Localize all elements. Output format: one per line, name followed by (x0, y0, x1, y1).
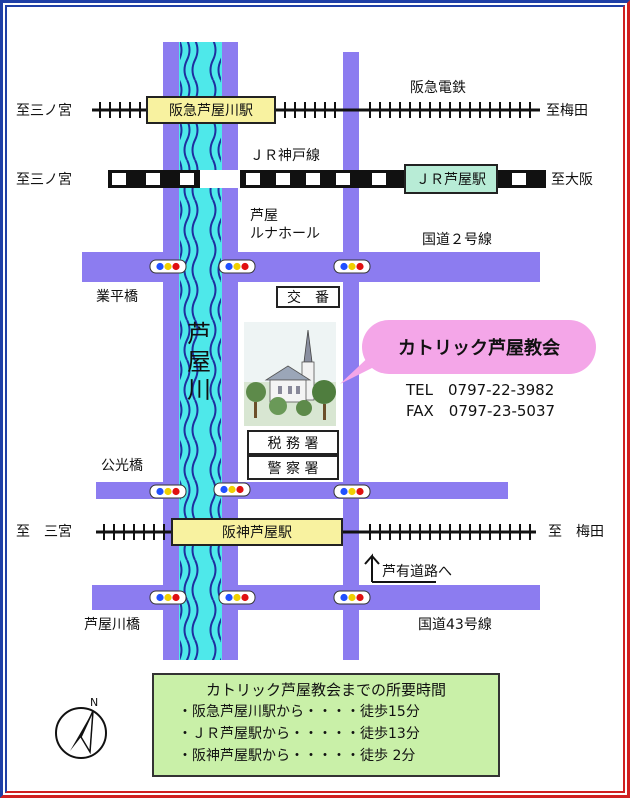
bridge-koko: 公光橋 (101, 458, 143, 474)
travel-times-title: カトリック芦屋教会までの所要時間 (205, 681, 446, 699)
traffic-light-koko-mid (213, 482, 251, 497)
traffic-light-route43-west (149, 590, 187, 605)
tax-office[interactable]: 税 務 署 (247, 430, 339, 455)
aridou-arrow-icon (364, 553, 436, 583)
church-name-bubble[interactable]: カトリック芦屋教会 (362, 320, 596, 374)
station-hanshin-ashiya[interactable]: 阪神芦屋駅 (171, 518, 343, 546)
police-box[interactable]: 交 番 (276, 286, 340, 308)
traffic-light-koko-east (333, 484, 371, 499)
hankyu-line-label: 阪急電鉄 (410, 80, 466, 96)
river-label: 芦屋川 (187, 320, 211, 404)
luna-hall-label-2: ルナホール (250, 226, 320, 242)
route2-label: 国道２号線 (422, 232, 492, 248)
bridge-narihira: 業平橋 (96, 289, 138, 305)
station-jr-ashiya[interactable]: ＪＲ芦屋駅 (404, 164, 498, 194)
hankyu-ties (99, 102, 531, 118)
hankyu-direction-east: 至梅田 (546, 103, 588, 119)
traffic-light-route43-east (333, 590, 371, 605)
aridou-label: 芦有道路へ (382, 564, 452, 580)
station-hankyu-ashiyagawa[interactable]: 阪急芦屋川駅 (146, 96, 276, 124)
travel-times-box: カトリック芦屋教会までの所要時間 ・阪急芦屋川駅から・・・・徒歩15分 ・ＪＲ芦… (152, 673, 500, 777)
traffic-light-route2-west (149, 259, 187, 274)
hanshin-direction-east: 至 梅田 (548, 524, 604, 540)
police-station[interactable]: 警 察 署 (247, 455, 339, 480)
traffic-light-route43-mid (218, 590, 256, 605)
hankyu-direction-west: 至三ノ宮 (16, 103, 72, 119)
travel-time-hanshin: ・阪神芦屋駅から・・・・・徒歩 2分 (178, 748, 416, 764)
church-illustration (244, 322, 336, 426)
compass-north-label: N (90, 696, 99, 709)
jr-direction-west: 至三ノ宮 (16, 172, 72, 188)
travel-time-jr: ・ＪＲ芦屋駅から・・・・・徒歩13分 (178, 726, 420, 742)
bridge-ashiyagawa: 芦屋川橋 (84, 617, 140, 633)
jr-direction-east: 至大阪 (551, 172, 593, 188)
church-tel[interactable]: TEL 0797-22-3982 (406, 381, 555, 399)
traffic-light-route2-east (333, 259, 371, 274)
route43-label: 国道43号線 (418, 617, 492, 633)
road-east-of-river (222, 42, 238, 660)
church-fax: FAX 0797-23-5037 (406, 402, 556, 420)
luna-hall-label-1: 芦屋 (250, 208, 278, 224)
hanshin-direction-west: 至 三宮 (16, 524, 72, 540)
church-contact: TEL 0797-22-3982 FAX 0797-23-5037 (406, 380, 555, 422)
traffic-light-koko-west (149, 484, 187, 499)
road-west-vertical (163, 42, 179, 660)
travel-time-hankyu: ・阪急芦屋川駅から・・・・徒歩15分 (178, 704, 420, 720)
traffic-light-route2-mid (218, 259, 256, 274)
compass-icon (55, 707, 107, 759)
hanshin-ties (103, 524, 531, 540)
river-waves (180, 42, 221, 660)
road-church-vertical (343, 52, 359, 660)
jr-line-label: ＪＲ神戸線 (250, 148, 320, 164)
